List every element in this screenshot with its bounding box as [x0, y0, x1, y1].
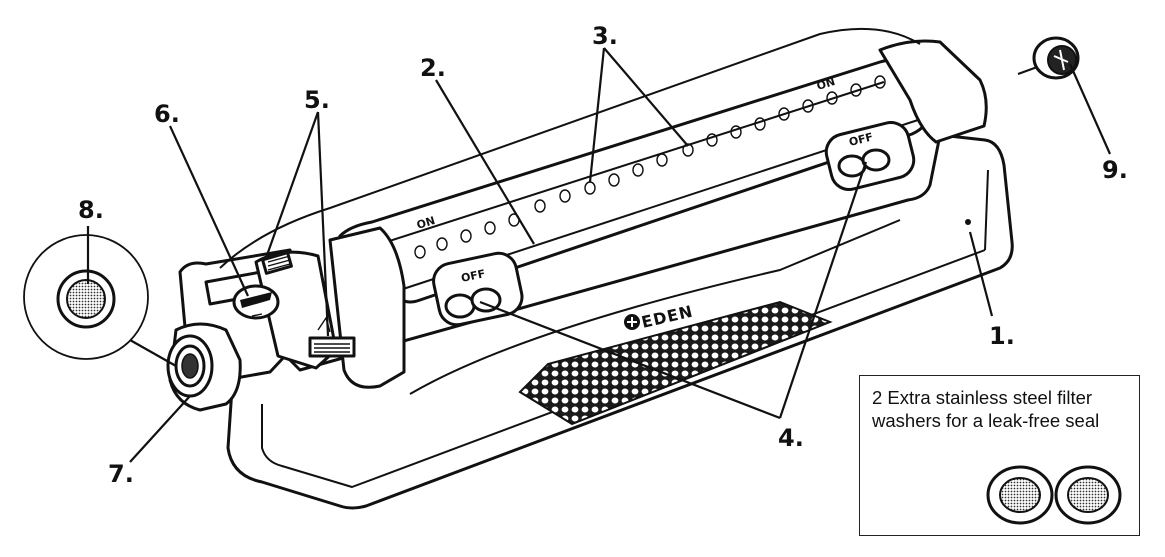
callout-6: 6.: [154, 100, 180, 128]
extra-washers-illustration: [986, 465, 1122, 525]
oscillating-tube: [328, 39, 988, 389]
extra-washer-1: [986, 465, 1054, 525]
nozzle-row: [414, 75, 886, 259]
off-slider-left: OFF: [432, 251, 524, 327]
callout-4: 4.: [778, 424, 804, 452]
callout-3: 3.: [592, 22, 618, 50]
range-adjuster: [261, 251, 356, 358]
callout-7: 7.: [108, 460, 134, 488]
callout-8: 8.: [78, 196, 104, 224]
vent-grille: [518, 300, 833, 426]
extra-washers-note: 2 Extra stainless steel filter washers f…: [859, 375, 1140, 536]
oscillation-dial: [232, 284, 280, 320]
extra-washer-2: [1054, 465, 1122, 525]
off-label-right: OFF: [848, 130, 875, 149]
base-dot: [965, 219, 971, 225]
note-text: 2 Extra stainless steel filter washers f…: [872, 387, 1100, 431]
filter-cap: [1017, 36, 1080, 80]
sprinkler-base: [226, 133, 1014, 510]
callout-2: 2.: [420, 54, 446, 82]
tube-shield: [219, 27, 921, 269]
off-label-left: OFF: [460, 267, 487, 285]
callout-5: 5.: [304, 86, 330, 114]
callout-9: 9.: [1102, 156, 1128, 184]
callout-1: 1.: [989, 322, 1015, 350]
inset-connector: [129, 339, 177, 367]
on-label-right: ON: [815, 75, 837, 93]
hose-connector: [166, 322, 242, 412]
on-label-left: ON: [415, 214, 437, 232]
washer-inset: [23, 234, 149, 360]
leader-lines: [86, 47, 1112, 463]
